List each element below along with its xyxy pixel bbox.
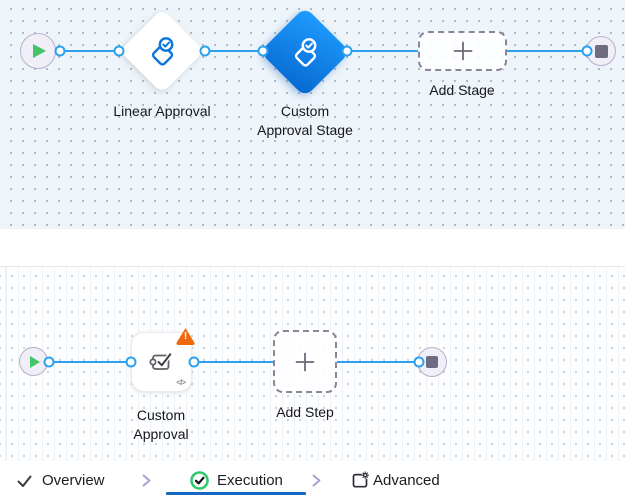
- connector-dot: [341, 45, 353, 57]
- connector-dot: [113, 45, 125, 57]
- tab-advanced[interactable]: Advanced: [373, 472, 440, 489]
- tab-overview[interactable]: Overview: [42, 472, 105, 489]
- add-step-button[interactable]: [273, 330, 337, 393]
- tab-execution[interactable]: Execution: [217, 472, 283, 489]
- add-step-label: Add Step: [276, 404, 334, 420]
- edge-start-to-step: [49, 361, 131, 363]
- step-label: Custom Approval: [133, 407, 189, 442]
- plus-icon: [295, 352, 315, 371]
- chevron-right-icon: [142, 474, 151, 487]
- warning-mark: !: [183, 331, 188, 342]
- code-icon: </>: [176, 378, 186, 387]
- stop-icon: [426, 356, 438, 368]
- stop-icon: [594, 44, 608, 58]
- start-node[interactable]: [19, 347, 48, 376]
- puzzle-check-icon: [149, 352, 173, 370]
- edge-step-to-addstep: [194, 361, 273, 363]
- warning-icon: !: [176, 328, 195, 345]
- connector-dot: [581, 45, 593, 57]
- play-icon: [33, 44, 46, 58]
- advanced-settings-icon: [352, 471, 369, 488]
- add-stage-label: Add Stage: [429, 82, 495, 98]
- plus-icon: [453, 41, 472, 61]
- play-icon: [30, 355, 40, 368]
- connector-dot: [188, 356, 200, 368]
- approval-icon: [151, 37, 174, 66]
- stage-canvas[interactable]: Linear Approval Custom Approval Stage Ad…: [0, 0, 625, 229]
- stage-label: Linear Approval: [113, 103, 211, 119]
- check-icon: [17, 475, 32, 487]
- edge-stage2-to-addstage: [347, 50, 418, 52]
- start-node[interactable]: [20, 33, 56, 69]
- chevron-right-icon: [312, 474, 321, 487]
- check-circle-icon: [190, 471, 209, 490]
- edge-addstep-to-end: [337, 361, 419, 363]
- edge-start-to-stage1: [60, 50, 119, 52]
- connector-dot: [43, 356, 55, 368]
- connector-dot: [54, 45, 66, 57]
- edge-addstage-to-end: [507, 50, 587, 52]
- stage-label: Custom Approval Stage: [257, 103, 353, 138]
- connector-dot: [125, 356, 137, 368]
- step-canvas[interactable]: </> ! Custom Approval Add Step: [0, 267, 625, 461]
- add-stage-button[interactable]: [418, 31, 507, 71]
- connector-dot: [413, 356, 425, 368]
- approval-icon: [294, 38, 317, 67]
- connector-dot: [199, 45, 211, 57]
- edge-stage1-to-stage2: [205, 50, 263, 52]
- connector-dot: [257, 45, 269, 57]
- flow-tab-bar: Overview Execution Advanced: [0, 229, 625, 495]
